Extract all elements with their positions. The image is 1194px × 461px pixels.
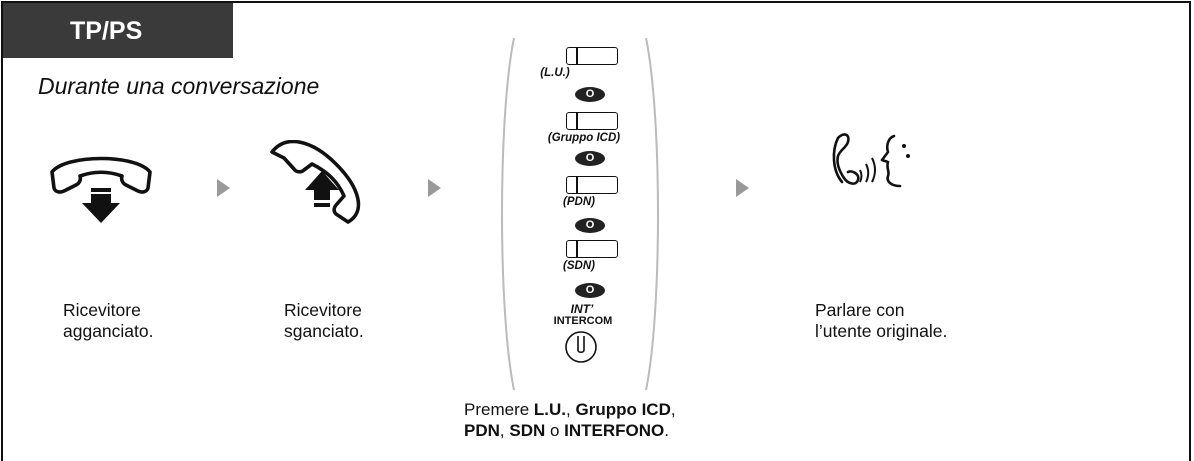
instruction-line-2: PDN, SDN o INTERFONO. — [464, 420, 676, 441]
device-tab-label: TP/PS — [70, 17, 143, 45]
or-symbol: O — [575, 151, 605, 166]
context-title: Durante una conversazione — [38, 73, 320, 99]
step-2-caption-line1: Ricevitore — [284, 300, 362, 320]
step-3-caption-line2: l’utente originale. — [815, 321, 948, 341]
instruction-suffix: . — [664, 421, 670, 440]
instruction-key-sdn: SDN — [509, 421, 546, 440]
talk-icon — [832, 133, 910, 188]
int-key-label: INT’ — [570, 302, 594, 316]
step-3-caption-line1: Parlare con — [815, 300, 905, 320]
instruction-sep: , — [566, 400, 576, 419]
step-arrow-3 — [736, 179, 749, 197]
or-symbol: O — [575, 87, 605, 102]
or-symbol: O — [575, 283, 605, 298]
step-arrow-1 — [217, 179, 230, 197]
instruction-sep: , — [670, 400, 676, 419]
key-choice-bracket — [501, 37, 659, 391]
lu-key-icon — [566, 47, 618, 65]
intercom-key-icon — [565, 331, 597, 363]
handset-off-hook-icon — [270, 140, 361, 224]
instruction-prefix: Premere — [464, 400, 534, 419]
handset-on-hook-icon — [50, 156, 152, 223]
key-instruction: Premere L.U., Gruppo ICD, PDN, SDN o INT… — [464, 399, 676, 441]
instruction-key-lu: L.U. — [533, 400, 567, 419]
instruction-sep: o — [545, 421, 565, 440]
step-2-caption: Ricevitore sganciato. — [284, 300, 364, 342]
or-symbol: O — [575, 218, 605, 233]
icd-key-icon — [566, 112, 618, 130]
step-arrow-2 — [428, 179, 441, 197]
icd-key-label: (Gruppo ICD) — [547, 132, 621, 144]
instruction-sep: , — [499, 421, 510, 440]
instruction-key-icd: Gruppo ICD — [575, 400, 671, 419]
lu-key-label: (L.U.) — [540, 67, 570, 79]
step-3-caption: Parlare con l’utente originale. — [815, 300, 947, 342]
step-1-caption-line1: Ricevitore — [63, 300, 141, 320]
sdn-key-icon — [566, 240, 618, 258]
device-tab: TP/PS — [3, 3, 233, 58]
instruction-key-interfono: INTERFONO — [564, 421, 665, 440]
instruction-key-pdn: PDN — [464, 421, 500, 440]
step-2-caption-line2: sganciato. — [284, 321, 364, 341]
step-1-caption-line2: agganciato. — [63, 321, 154, 341]
sdn-key-label: (SDN) — [563, 260, 595, 272]
pdn-key-icon — [566, 176, 618, 194]
intercom-key-label: INTERCOM — [553, 315, 613, 327]
pdn-key-label: (PDN) — [563, 196, 595, 208]
step-1-caption: Ricevitore agganciato. — [63, 300, 154, 342]
instruction-line-1: Premere L.U., Gruppo ICD, — [464, 399, 676, 420]
